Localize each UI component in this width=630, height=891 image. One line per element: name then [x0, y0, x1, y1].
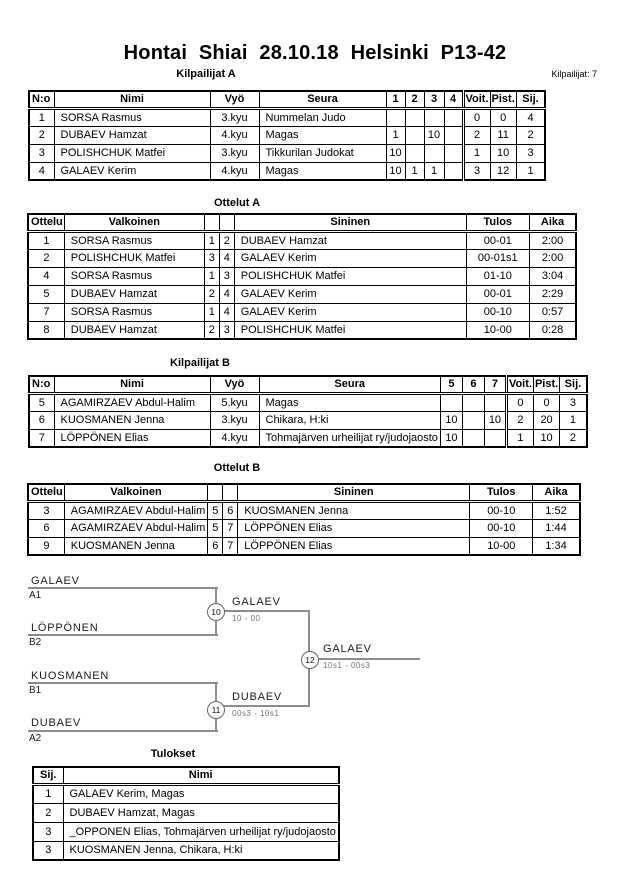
col-nimi: Nimi [62, 766, 340, 786]
bracket-entrant-label: DUBAEV [31, 717, 82, 729]
bracket-seed-label: B2 [29, 637, 42, 648]
col-3: 3 [423, 90, 445, 110]
header-row: N:o Nimi Vyö Seura 1 2 3 4 Voit. Pist. S… [28, 90, 546, 110]
header-row: Ottelu Valkoinen Sininen Tulos Aika [27, 483, 581, 503]
col-tulos: Tulos [469, 483, 534, 503]
col-sij: Sij. [32, 766, 64, 786]
bracket-line [223, 705, 310, 707]
bracket-entrant-label: GALAEV [31, 575, 80, 587]
col-nimi: Nimi [53, 375, 211, 395]
kilpailijat-a-heading: Kilpailijat A [176, 68, 236, 80]
col-nimi: Nimi [53, 90, 211, 110]
header-row: Sij. Nimi [32, 766, 340, 786]
table-row: 3_OPPONEN Elias, Tohmajärven urheilijat … [32, 821, 340, 842]
col-pist: Pist. [489, 90, 517, 110]
bracket-score-label: 10 - 00 [232, 614, 261, 623]
kilpailijat-b-table: N:o Nimi Vyö Seura 5 6 7 Voit. Pist. Sij… [28, 375, 588, 448]
col-4: 4 [443, 90, 464, 110]
bracket-line [28, 730, 218, 732]
header-row: N:o Nimi Vyö Seura 5 6 7 Voit. Pist. Sij… [28, 375, 588, 395]
col-voit: Voit. [504, 375, 534, 395]
col-sininen: Sininen [237, 483, 471, 503]
kilpailijat-b-heading: Kilpailijat B [170, 357, 230, 369]
col-no: N:o [28, 375, 55, 395]
col-aika: Aika [532, 483, 581, 503]
competitors-count: Kilpailijat: 7 [551, 69, 597, 79]
bracket-line [318, 658, 420, 660]
col-sij: Sij. [515, 90, 546, 110]
bracket-score-label: 00s3 - 10s1 [232, 709, 280, 718]
bracket-winner-label: DUBAEV [232, 691, 283, 703]
col-1: 1 [385, 90, 406, 110]
match-node-12: 12 [301, 651, 319, 669]
col-voit: Voit. [461, 90, 491, 110]
header-row: Ottelu Valkoinen Sininen Tulos Aika [27, 213, 577, 233]
col-seura: Seura [258, 90, 387, 110]
col-pist: Pist. [532, 375, 561, 395]
tournament-title: Hontai Shiai 28.10.18 Helsinki P13-42 [123, 42, 507, 64]
col-sij: Sij. [559, 375, 588, 395]
col-vyo: Vyö [209, 90, 260, 110]
col-ottelu: Ottelu [27, 213, 65, 233]
bracket-line [28, 587, 218, 589]
bracket-line [223, 610, 310, 612]
tulokset-heading: Tulokset [150, 748, 196, 760]
bracket-entrant-label: KUOSMANEN [31, 670, 110, 682]
ottelut-b-heading: Ottelut B [213, 462, 261, 474]
bracket-winner-label: GALAEV [232, 596, 281, 608]
bracket-seed-label: A2 [29, 733, 42, 744]
bracket-seed-label: A1 [29, 590, 42, 601]
col-valkoinen: Valkoinen [63, 483, 209, 503]
col-5: 5 [439, 375, 463, 395]
match-node-10: 10 [207, 603, 225, 621]
col-tulos: Tulos [465, 213, 530, 233]
col-sininen: Sininen [233, 213, 467, 233]
col-valkoinen: Valkoinen [63, 213, 205, 233]
col-vyo: Vyö [209, 375, 260, 395]
ottelut-a-heading: Ottelut A [213, 197, 261, 209]
col-no: N:o [28, 90, 55, 110]
bracket-score-label: 10s1 - 00s3 [323, 661, 371, 670]
col-7: 7 [483, 375, 507, 395]
col-ottelu: Ottelu [27, 483, 65, 503]
bracket-line [28, 634, 218, 636]
bracket-winner-label: GALAEV [323, 643, 372, 655]
bracket-entrant-label: LÖPPÖNEN [31, 622, 99, 634]
col-seura: Seura [258, 375, 441, 395]
bracket-line [28, 682, 218, 684]
bracket-seed-label: B1 [29, 685, 42, 696]
match-node-11: 11 [207, 701, 225, 719]
col-2: 2 [404, 90, 425, 110]
col-6: 6 [461, 375, 485, 395]
col-aika: Aika [528, 213, 577, 233]
kilpailijat-a-table: N:o Nimi Vyö Seura 1 2 3 4 Voit. Pist. S… [28, 90, 547, 181]
